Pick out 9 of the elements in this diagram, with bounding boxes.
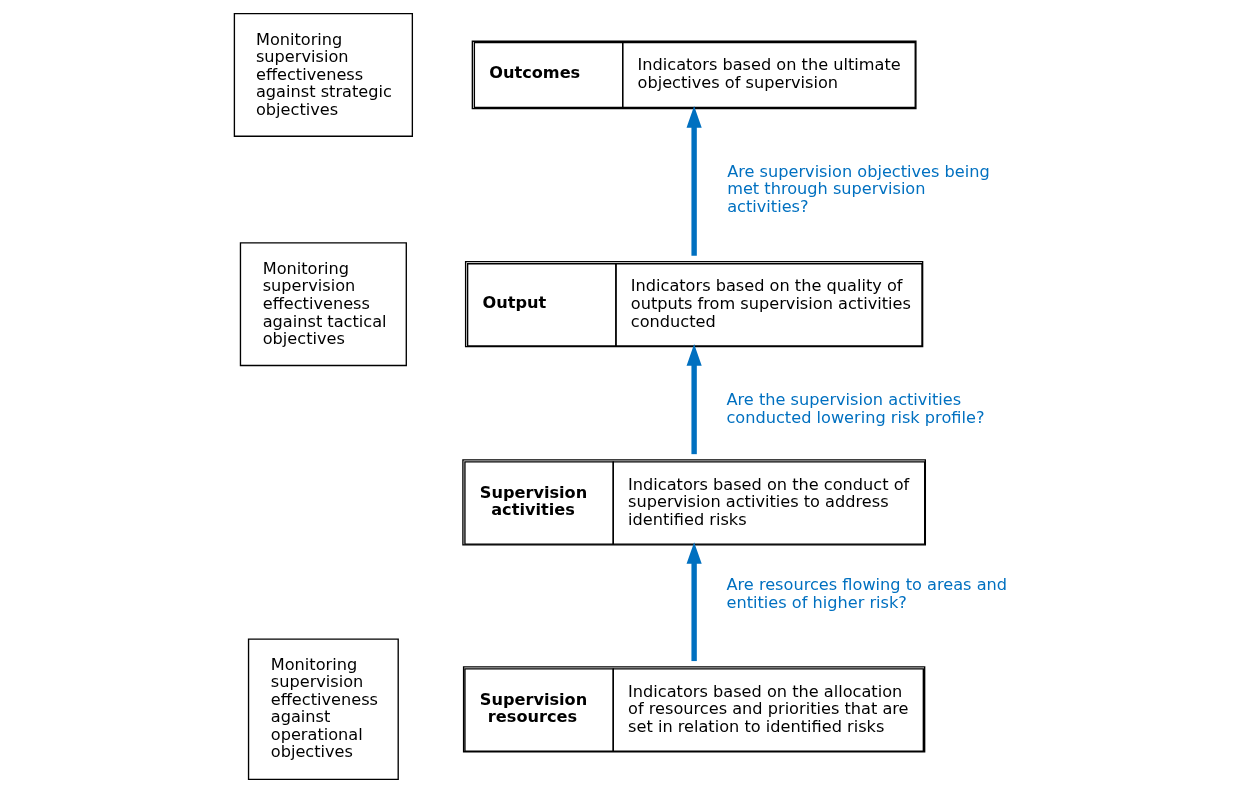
- arrow: [686, 106, 702, 256]
- edge-label: Are supervision objectives being met through supervision activities?: [726, 161, 990, 216]
- edge-label: Are resources flowing to areas and entities of higher risk?: [725, 575, 1007, 612]
- node-box: Monitoring supervision effectiveness against operational objectives: [247, 638, 399, 781]
- arrow: [686, 542, 702, 662]
- arrow: [686, 344, 702, 455]
- edge-label: Are the supervision activities conducted lowering risk profile?: [725, 390, 984, 427]
- node-box: Monitoring supervision effectiveness against strategic objectives: [233, 12, 413, 137]
- node-box: Monitoring supervision effectiveness against tactical objectives: [239, 242, 407, 367]
